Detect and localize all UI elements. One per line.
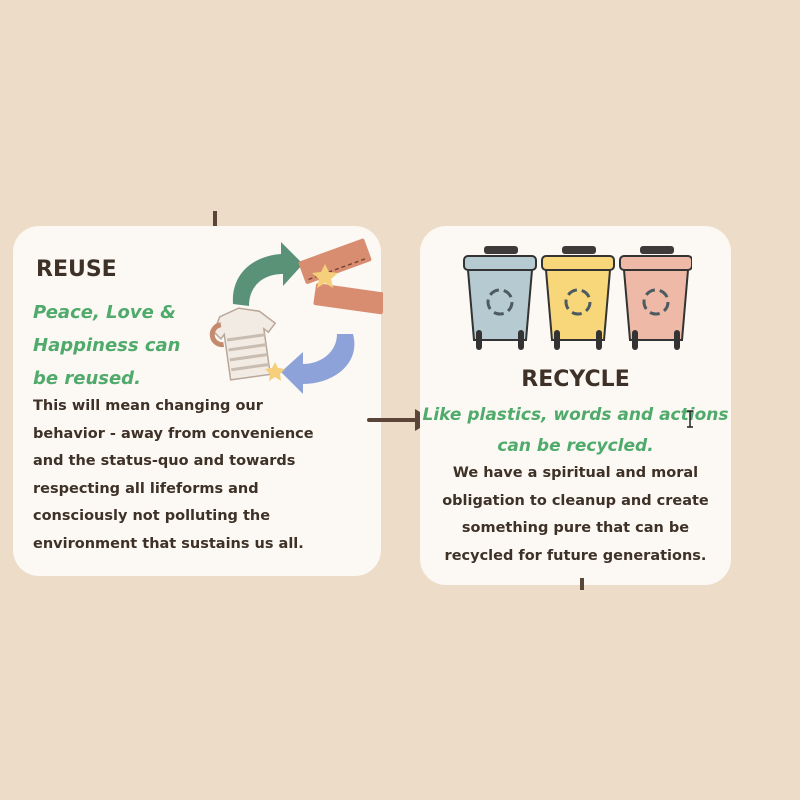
text-cursor-icon — [687, 410, 693, 428]
reuse-tagline: Peace, Love & Happiness can be reused. — [33, 302, 181, 389]
recycle-card: RECYCLE Like plastics, words and actions… — [420, 226, 731, 585]
recycle-tagline: Like plastics, words and actions can be … — [422, 405, 729, 456]
recycle-body-text: We have a spiritual and moral obligation… — [442, 465, 709, 564]
recycle-title: RECYCLE — [521, 367, 630, 392]
recycling-clothes-icon — [209, 238, 383, 394]
reuse-body-text: This will mean changing our behavior - a… — [33, 398, 314, 552]
recycle-bins-icon — [463, 246, 692, 350]
down-arrow-stub-icon — [580, 578, 584, 590]
reuse-title: REUSE — [36, 257, 117, 282]
reuse-card: REUSE Peace, Love & Happiness can be reu… — [13, 226, 383, 576]
